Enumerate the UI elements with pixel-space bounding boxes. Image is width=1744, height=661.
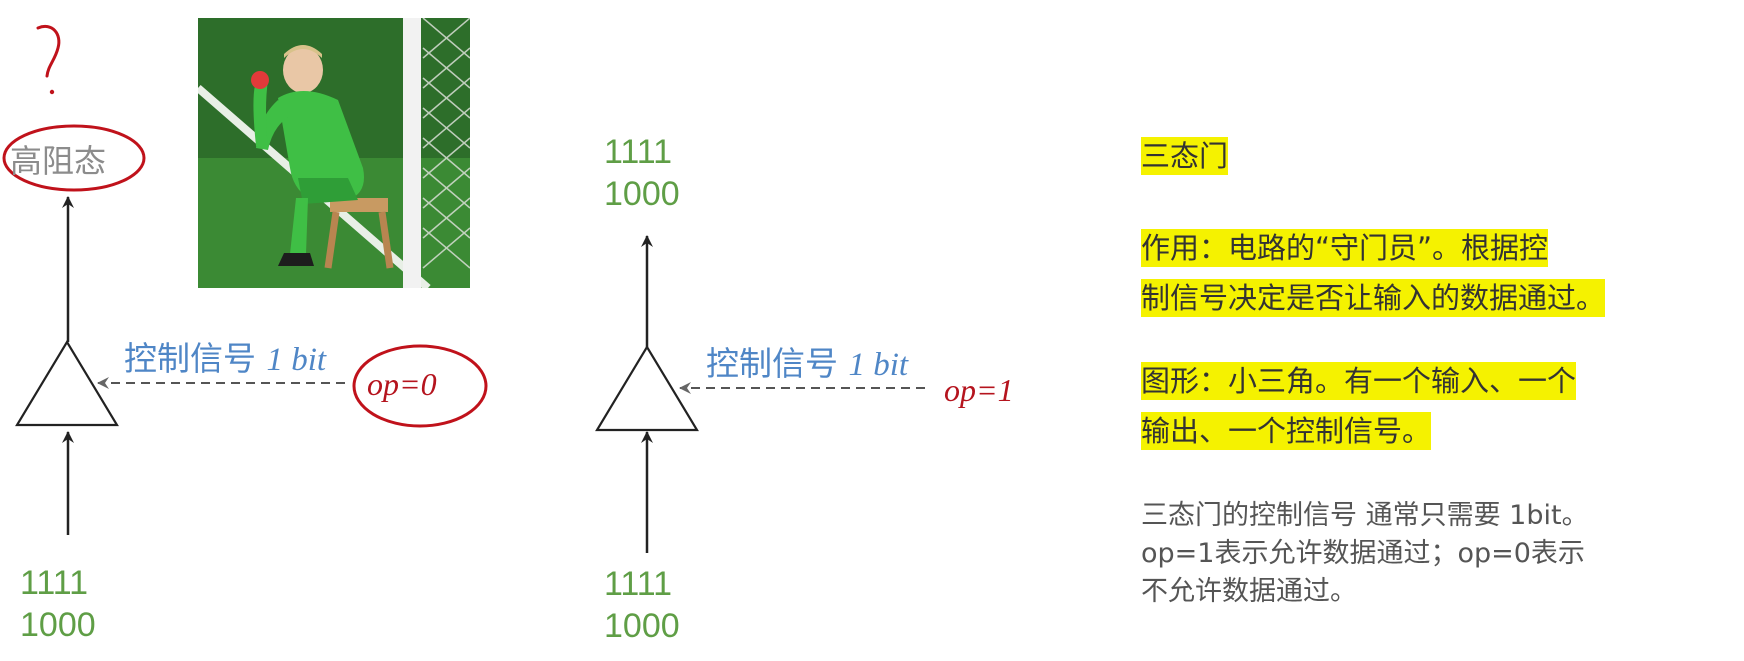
- question-mark-annotation: [36, 25, 61, 78]
- left-gate-triangle: [15, 339, 119, 427]
- goalkeeper-photo: [198, 18, 470, 288]
- left-tristate-gate: [15, 196, 345, 535]
- question-mark-dot: [49, 89, 55, 95]
- right-op-value: op=1: [944, 372, 1014, 408]
- left-op-value: op=0: [367, 366, 437, 402]
- notes-function-line-1: 作用：电路的“守门员”。根据控: [1141, 229, 1549, 267]
- right-input-bits-line-1: 1111: [604, 565, 673, 603]
- notes-detail-line-3: 不允许数据通过。: [1141, 576, 1357, 607]
- right-input-bits: 1111 1000: [604, 563, 680, 647]
- notes-detail: 三态门的控制信号 通常只需要 1bit。 op=1表示允许数据通过；op=0表示…: [1141, 497, 1589, 611]
- notes-shape: 图形：小三角。有一个输入、一个 输出、一个控制信号。: [1141, 356, 1577, 456]
- right-tristate-gate: [595, 235, 925, 553]
- left-input-bits-line-2: 1000: [20, 606, 96, 644]
- notes-shape-line-2: 输出、一个控制信号。: [1141, 412, 1432, 450]
- left-control-signal-label: 控制信号 1 bit: [124, 332, 326, 380]
- red-annotations: [2, 25, 488, 428]
- right-control-width: 1 bit: [848, 347, 909, 383]
- notes-function: 作用：电路的“守门员”。根据控 制信号决定是否让输入的数据通过。: [1141, 223, 1606, 323]
- op0-circle: [352, 344, 488, 428]
- right-control-signal-text: 控制信号: [706, 344, 838, 383]
- right-output-bits: 1111 1000: [604, 131, 680, 215]
- high-impedance-circle: [2, 124, 146, 192]
- right-input-bits-line-2: 1000: [604, 607, 680, 645]
- right-output-bits-line-1: 1111: [604, 133, 673, 171]
- high-impedance-label: 高阻态: [10, 142, 107, 180]
- notes-function-line-2: 制信号决定是否让输入的数据通过。: [1141, 279, 1606, 317]
- left-input-bits-line-1: 1111: [20, 564, 89, 602]
- left-input-bits: 1111 1000: [20, 562, 96, 646]
- right-control-signal-label: 控制信号 1 bit: [706, 337, 908, 385]
- left-control-signal-text: 控制信号: [124, 339, 256, 378]
- notes-detail-line-1: 三态门的控制信号 通常只需要 1bit。: [1141, 500, 1589, 531]
- right-gate-triangle: [595, 344, 699, 432]
- notes-title-text: 三态门: [1141, 137, 1229, 175]
- notes-shape-line-1: 图形：小三角。有一个输入、一个: [1141, 362, 1577, 400]
- notes-title: 三态门: [1141, 131, 1229, 181]
- right-output-bits-line-2: 1000: [604, 175, 680, 213]
- notes-detail-line-2: op=1表示允许数据通过；op=0表示: [1141, 538, 1585, 569]
- left-control-width: 1 bit: [266, 342, 327, 378]
